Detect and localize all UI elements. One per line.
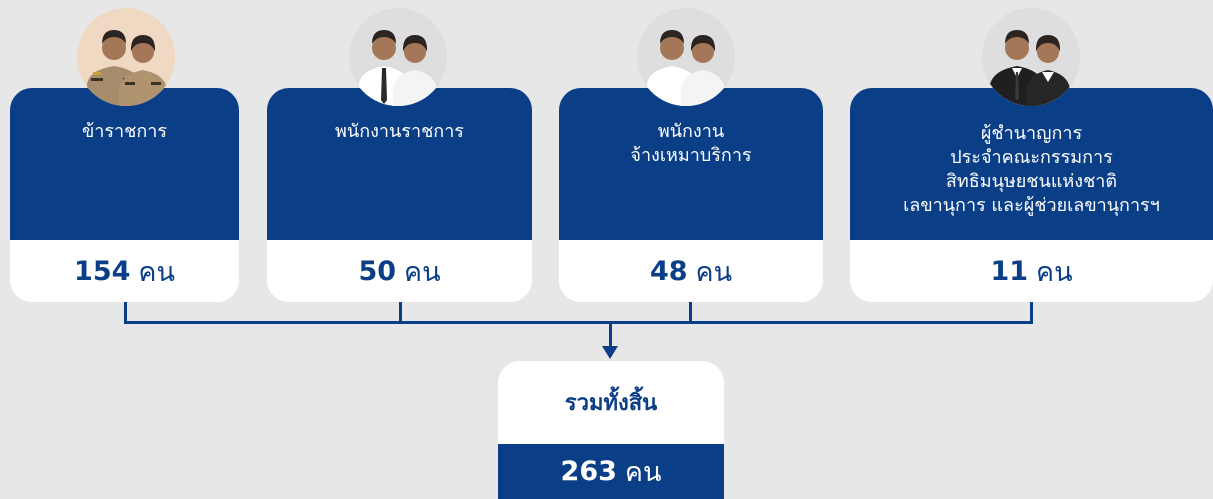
total-count-unit: คน (624, 457, 662, 488)
government-employee-avatar-icon (349, 8, 447, 106)
expert-avatar-icon (982, 8, 1080, 106)
connector-down-line (609, 321, 612, 349)
group-count-unit: คน (1036, 256, 1073, 288)
connector-drop-2 (399, 302, 402, 324)
connector-drop-1 (124, 302, 127, 324)
group-count-number: 48 (649, 255, 688, 287)
group-count-unit: คน (695, 256, 733, 288)
group-count-unit: คน (404, 256, 441, 288)
group-label: พนักงาน จ้างเหมาบริการ (630, 121, 752, 166)
group-card-header: ผู้ชำนาญการ ประจำคณะกรรมการ สิทธิมนุษยชน… (850, 88, 1213, 240)
total-count: 263 คน (498, 444, 724, 499)
group-count-number: 11 (990, 255, 1029, 287)
group-count: 11 คน (850, 240, 1213, 302)
group-label: ผู้ชำนาญการ ประจำคณะกรรมการ สิทธิมนุษยชน… (903, 123, 1160, 216)
group-card-experts: ผู้ชำนาญการ ประจำคณะกรรมการ สิทธิมนุษยชน… (850, 88, 1213, 302)
group-count-number: 50 (358, 255, 397, 287)
group-card-contract-staff: พนักงาน จ้างเหมาบริการ 48 คน (559, 88, 823, 302)
group-card-civil-servant: ข้าราชการ 154 คน (10, 88, 239, 302)
civil-servant-avatar-icon (77, 8, 175, 106)
group-label: ข้าราชการ (81, 121, 168, 142)
connector-drop-3 (689, 302, 692, 324)
total-title: รวมทั้งสิ้น (564, 391, 658, 416)
group-count: 48 คน (559, 240, 823, 302)
group-card-government-employee: พนักงานราชการ 50 คน (267, 88, 532, 302)
connector-horizontal-line (124, 321, 1033, 324)
group-count: 154 คน (10, 240, 239, 302)
group-card-header: พนักงาน จ้างเหมาบริการ (559, 88, 823, 240)
group-count: 50 คน (267, 240, 532, 302)
group-label: พนักงานราชการ (335, 121, 464, 142)
arrow-down-icon (602, 346, 618, 359)
group-card-header: ข้าราชการ (10, 88, 239, 240)
total-count-number: 263 (560, 456, 617, 487)
contract-staff-avatar-icon (637, 8, 735, 106)
total-card: รวมทั้งสิ้น 263 คน (498, 361, 724, 499)
connector-drop-4 (1030, 302, 1033, 324)
group-count-unit: คน (138, 256, 175, 288)
group-card-header: พนักงานราชการ (267, 88, 532, 240)
group-count-number: 154 (74, 255, 131, 287)
